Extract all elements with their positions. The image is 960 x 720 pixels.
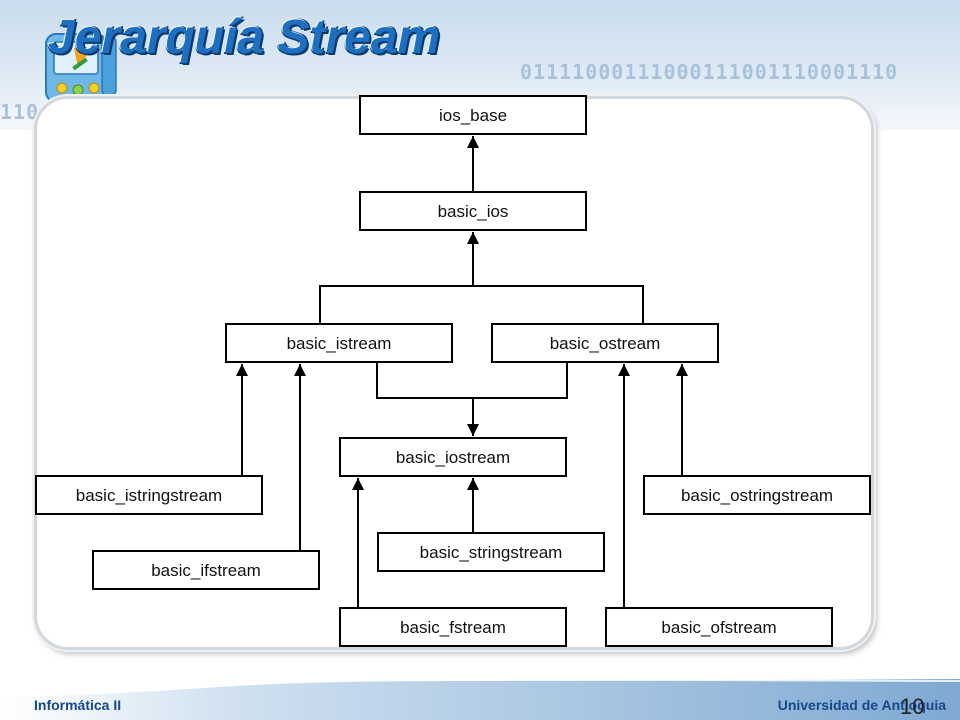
arrowhead-basic_ostream-to-basic_ios <box>467 232 479 244</box>
node-label: basic_ifstream <box>151 561 261 580</box>
edge-basic_ostream-to-basic_ios <box>472 232 644 324</box>
edge-basic_istream-to-basic_ios <box>319 285 473 324</box>
arrowhead-basic_ifstream-to-basic_istream <box>294 364 306 376</box>
node-box <box>339 437 567 477</box>
node-label: basic_ostream <box>550 334 661 353</box>
node-box <box>35 475 263 515</box>
node-ios_base: ios_base <box>359 95 587 135</box>
node-basic_istringstream: basic_istringstream <box>35 475 263 515</box>
node-box <box>605 607 833 647</box>
footer-course: Informática II <box>34 697 122 713</box>
node-basic_iostream: basic_iostream <box>339 437 567 477</box>
node-label: ios_base <box>439 106 507 125</box>
node-basic_stringstream: basic_stringstream <box>377 532 605 572</box>
node-label: basic_istream <box>287 334 392 353</box>
footer-band <box>0 678 960 720</box>
edge-basic_iostream-to-basic_istream <box>376 362 474 436</box>
arrowhead-basic_stringstream-to-basic_iostream <box>467 478 479 490</box>
node-box <box>491 323 719 363</box>
node-basic_ifstream: basic_ifstream <box>92 550 320 590</box>
node-box <box>92 550 320 590</box>
slide-title: Jerarquía Stream <box>48 11 441 64</box>
node-label: basic_ofstream <box>661 618 776 637</box>
node-basic_ostringstream: basic_ostringstream <box>643 475 871 515</box>
node-basic_ios: basic_ios <box>359 191 587 231</box>
node-basic_ostream: basic_ostream <box>491 323 719 363</box>
arrowhead-basic_istringstream-to-basic_istream <box>236 364 248 376</box>
binary-decoration: 01111000111000111001110001110 <box>520 60 899 84</box>
node-box <box>377 532 605 572</box>
node-label: basic_stringstream <box>420 543 563 562</box>
edge-basic_iostream-to-basic_ostream <box>473 362 568 399</box>
node-basic_ofstream: basic_ofstream <box>605 607 833 647</box>
node-label: basic_fstream <box>400 618 506 637</box>
arrowhead-basic_ofstream-to-basic_ostream <box>618 364 630 376</box>
arrowhead-basic_iostream-to-basic_istream <box>467 424 479 436</box>
node-box <box>359 95 587 135</box>
page-number: 10 <box>900 694 925 719</box>
arrowhead-basic_ostringstream-to-basic_ostream <box>676 364 688 376</box>
node-box <box>643 475 871 515</box>
node-basic_istream: basic_istream <box>225 323 453 363</box>
node-label: basic_iostream <box>396 448 510 467</box>
node-box <box>359 191 587 231</box>
node-label: basic_ios <box>438 202 509 221</box>
footer-university: Universidad de Antioquia <box>777 697 946 713</box>
arrowhead-basic_fstream-to-basic_iostream <box>352 478 364 490</box>
node-label: basic_istringstream <box>76 486 222 505</box>
node-box <box>225 323 453 363</box>
node-box <box>339 607 567 647</box>
pda-logo-icon <box>45 33 117 103</box>
arrowhead-basic_ios-to-ios_base <box>467 136 479 148</box>
node-basic_fstream: basic_fstream <box>339 607 567 647</box>
node-label: basic_ostringstream <box>681 486 833 505</box>
